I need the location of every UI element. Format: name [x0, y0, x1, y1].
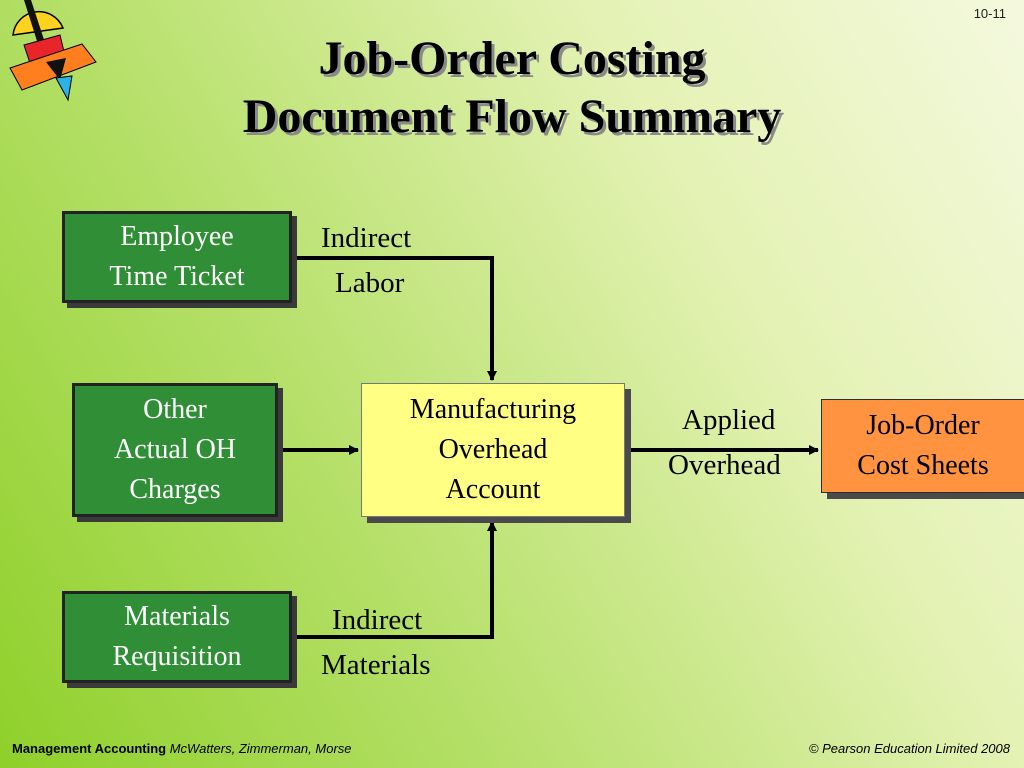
- indirect-materials-arrow: [295, 521, 497, 639]
- indirect-materials-label-1: Indirect: [332, 604, 423, 636]
- other-actual-oh-label: Other Actual OH Charges: [113, 394, 237, 505]
- indirect-materials-label-2: Materials: [321, 649, 431, 681]
- footer-copyright: © Pearson Education Limited 2008: [808, 741, 1010, 756]
- applied-overhead-label-2: Overhead: [668, 449, 781, 481]
- decorative-logo-icon: [9, 0, 97, 102]
- title-line-1: Job-Order Costing: [318, 32, 706, 85]
- job-order-cost-sheets-label: Job-Order Cost Sheets: [857, 410, 989, 481]
- title-line-2: Document Flow Summary: [242, 90, 782, 143]
- manufacturing-overhead-box: Manufacturing Overhead Account: [361, 383, 625, 517]
- page-title: Job-Order Costing Document Flow Summary: [0, 30, 1024, 146]
- footer-book-info: Management Accounting McWatters, Zimmerm…: [12, 741, 352, 756]
- footer-book-title: Management Accounting: [12, 741, 167, 756]
- manufacturing-overhead-label: Manufacturing Overhead Account: [409, 394, 577, 505]
- materials-requisition-box: Materials Requisition: [62, 591, 292, 683]
- other-actual-oh-box: Other Actual OH Charges: [72, 383, 278, 517]
- employee-time-ticket-box: Employee Time Ticket: [62, 211, 292, 303]
- indirect-labor-arrow: [295, 256, 497, 381]
- materials-requisition-label: Materials Requisition: [112, 601, 242, 672]
- indirect-labor-label-1: Indirect: [321, 222, 412, 254]
- employee-time-ticket-label: Employee Time Ticket: [109, 221, 245, 292]
- slide-number: 10-11: [973, 6, 1006, 21]
- footer-authors: McWatters, Zimmerman, Morse: [169, 741, 352, 756]
- applied-overhead-label-1: Applied: [682, 404, 776, 436]
- indirect-labor-label-2: Labor: [335, 267, 405, 299]
- job-order-cost-sheets-box: Job-Order Cost Sheets: [821, 399, 1024, 493]
